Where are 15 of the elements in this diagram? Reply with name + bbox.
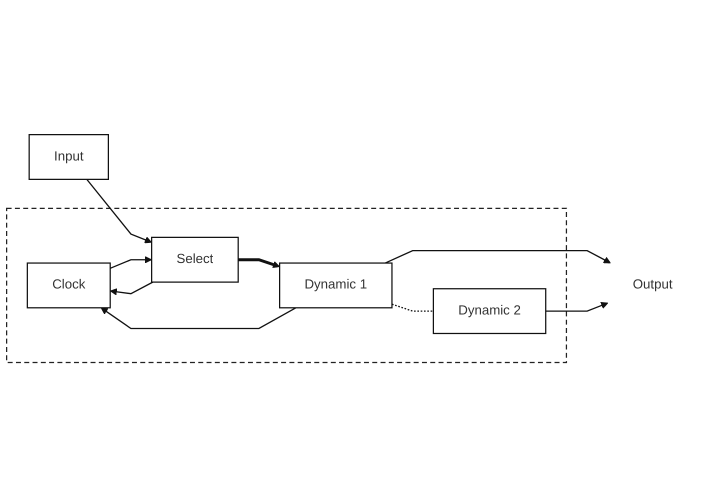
node-box: Clock bbox=[26, 262, 111, 308]
node-text: Output bbox=[632, 278, 673, 292]
arrow bbox=[238, 258, 280, 268]
arrow bbox=[110, 281, 154, 296]
node-box: Select bbox=[151, 236, 239, 283]
arrow bbox=[546, 302, 608, 312]
connector bbox=[392, 304, 434, 312]
arrow bbox=[384, 250, 611, 264]
arrow bbox=[110, 256, 152, 269]
arrow bbox=[86, 178, 152, 244]
node-box: Dynamic 2 bbox=[432, 288, 546, 334]
node-box: Dynamic 1 bbox=[279, 262, 393, 308]
arrow bbox=[100, 307, 296, 330]
node-box: Input bbox=[28, 134, 109, 180]
cluster bbox=[6, 208, 568, 364]
